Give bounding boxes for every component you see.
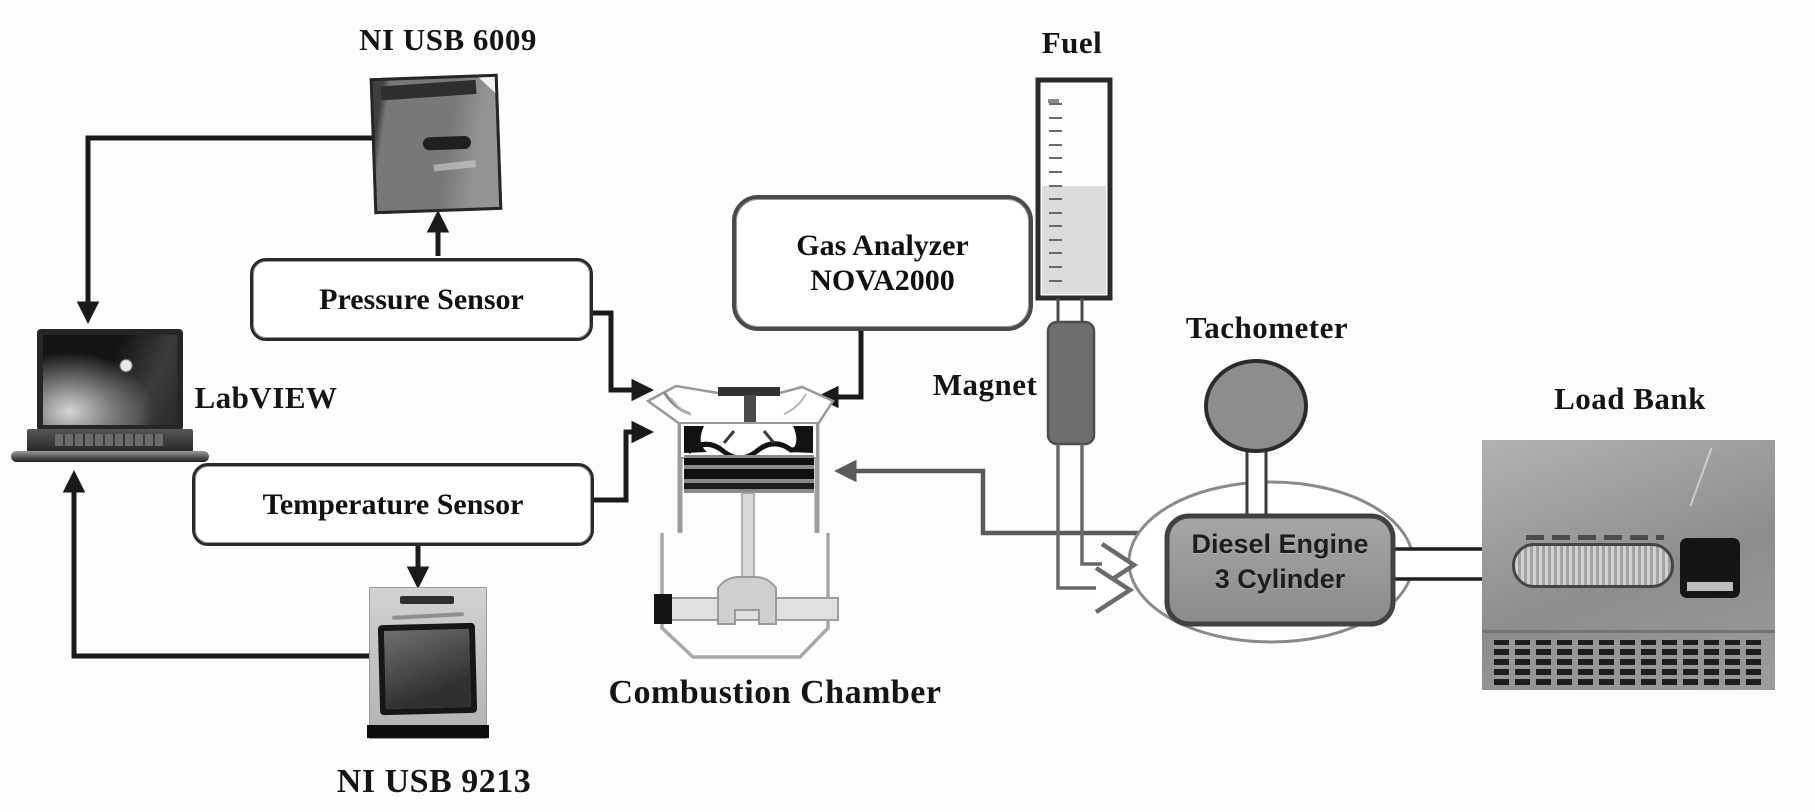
pressure-sensor-label: Pressure Sensor [319,282,524,316]
vent-grille [1494,640,1762,685]
switch-rocker [1687,582,1733,591]
gas-analyzer-label-line1: Gas Analyzer [796,228,969,262]
pressure-sensor-box: Pressure Sensor [250,258,593,341]
device-top-strip [380,79,477,101]
cabinet-scratch [1689,447,1713,507]
laptop-base [11,451,209,462]
ni-usb-6009-label: NI USB 6009 [359,22,537,57]
combustion-chamber-label: Combustion Chamber [608,674,942,711]
magnet-label: Magnet [932,367,1038,402]
panel-divider [1482,630,1775,633]
panel-caption-smudge [1526,535,1664,540]
gas-analyzer-box: Gas Analyzer NOVA2000 [732,195,1033,331]
connector-engine-to-chamber [834,459,1138,536]
labview-laptop-photo [11,329,209,462]
package-base-strip [367,725,489,738]
load-bank-switch [1680,538,1740,598]
connector-ni9213-to-labview [62,470,369,659]
load-bank-photo [1482,440,1775,690]
ni-usb-9213-photo [367,587,489,739]
ni-usb-9213-label: NI USB 9213 [336,763,532,800]
device-label-capsule [422,135,472,151]
package-subtitle-smudge [391,612,465,620]
load-bank-display [1512,543,1674,588]
connector-temperature-to-chamber [588,420,654,503]
package-title-smudge [400,596,454,604]
diesel-engine-label-line2: 3 Cylinder [1214,564,1346,595]
connector-pressure-to-chamber [587,310,654,402]
laptop-keyboard-deck [27,429,193,452]
laptop-keyboard [55,434,165,446]
laptop-screen [37,329,183,431]
photo-corner [478,76,496,94]
tachometer-probe [1204,359,1308,520]
gas-analyzer-label-line2: NOVA2000 [810,264,955,297]
diesel-engine-label-line1: Diesel Engine [1191,529,1369,559]
ni-usb-6009-photo [369,73,503,215]
device-label-dash [433,160,477,172]
labview-label: LabVIEW [194,380,338,415]
connector-ni6009-to-labview [76,135,375,324]
diesel-engine-label: Diesel Engine 3 Cylinder [1167,527,1393,597]
package-window [377,622,478,716]
tachometer-label: Tachometer [1185,310,1349,345]
temperature-sensor-label: Temperature Sensor [262,487,524,521]
temperature-sensor-box: Temperature Sensor [192,463,594,546]
fuel-label: Fuel [1041,25,1103,60]
magnet-body [1046,320,1096,446]
laptop-display [43,335,177,425]
fuel-chevron-arrows [1094,542,1139,614]
fuel-lines-to-engine [1056,444,1102,590]
connector-gas-analyzer-to-chamber [816,325,864,409]
diesel-engine-block [1164,513,1396,627]
load-bank-label: Load Bank [1554,381,1706,416]
fuel-burette [1035,77,1113,324]
combustion-chamber-drawing [645,384,839,659]
engine-to-loadbank-shaft [1389,547,1489,581]
